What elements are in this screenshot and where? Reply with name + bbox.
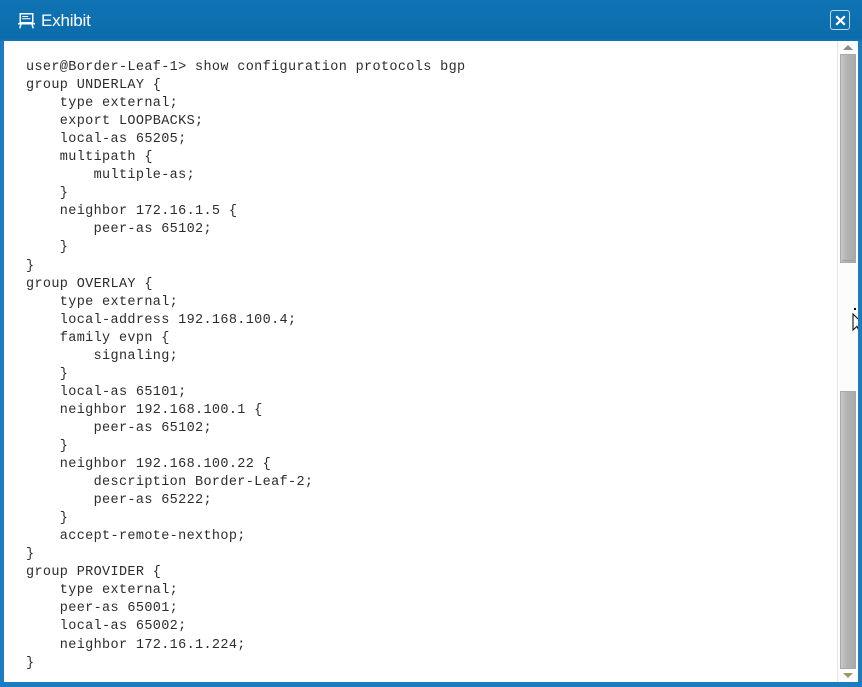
exhibit-content: user@Border-Leaf-1> show configuration p… bbox=[4, 41, 858, 682]
terminal-line: description Border-Leaf-2; bbox=[26, 475, 314, 491]
terminal-line: } bbox=[26, 438, 69, 454]
terminal-line: family evpn { bbox=[26, 330, 170, 346]
terminal-line: user@Border-Leaf-1> show configuration p… bbox=[26, 60, 466, 75]
terminal-line: peer-as 65102; bbox=[26, 420, 212, 436]
window-title: Exhibit bbox=[41, 11, 91, 30]
terminal-line: peer-as 65001; bbox=[26, 601, 179, 617]
terminal-line: export LOOPBACKS; bbox=[26, 114, 204, 130]
terminal-line: local-address 192.168.100.4; bbox=[26, 312, 297, 328]
terminal-line: } bbox=[26, 511, 69, 527]
terminal-line: local-as 65101; bbox=[26, 384, 187, 400]
terminal-line: } bbox=[26, 366, 69, 382]
terminal-line: multiple-as; bbox=[26, 168, 196, 184]
scrollbar-track-gap[interactable] bbox=[840, 263, 856, 391]
terminal-line: peer-as 65102; bbox=[26, 222, 212, 238]
terminal-line: type external; bbox=[26, 583, 179, 599]
terminal-line: } bbox=[26, 655, 35, 671]
terminal-line: neighbor 172.16.1.5 { bbox=[26, 204, 238, 220]
terminal-line: local-as 65002; bbox=[26, 619, 187, 635]
terminal-line: peer-as 65222; bbox=[26, 493, 212, 509]
terminal-line: neighbor 172.16.1.224; bbox=[26, 637, 246, 653]
terminal-line: multipath { bbox=[26, 150, 153, 166]
terminal-line: neighbor 192.168.100.22 { bbox=[26, 457, 272, 473]
terminal-line: } bbox=[26, 186, 69, 202]
chevron-up-icon bbox=[843, 45, 853, 50]
scrollbar-thumb-grip bbox=[842, 260, 854, 261]
terminal-output[interactable]: user@Border-Leaf-1> show configuration p… bbox=[4, 41, 832, 682]
terminal-line: local-as 65205; bbox=[26, 132, 187, 148]
terminal-line: group UNDERLAY { bbox=[26, 78, 162, 94]
scroll-up-arrow-icon[interactable] bbox=[838, 41, 858, 54]
terminal-line: accept-remote-nexthop; bbox=[26, 529, 246, 545]
scrollbar-track[interactable] bbox=[838, 54, 858, 669]
terminal-line: type external; bbox=[26, 294, 179, 310]
window-titlebar[interactable]: Exhibit bbox=[0, 0, 862, 41]
chevron-down-icon bbox=[843, 673, 853, 678]
terminal-line: group PROVIDER { bbox=[26, 565, 162, 581]
terminal-line: type external; bbox=[26, 96, 179, 112]
scroll-down-arrow-icon[interactable] bbox=[838, 669, 858, 682]
terminal-line: group OVERLAY { bbox=[26, 276, 153, 292]
terminal-line: } bbox=[26, 547, 35, 563]
terminal-line: } bbox=[26, 258, 35, 274]
exhibit-easel-icon bbox=[17, 11, 36, 30]
vertical-scrollbar[interactable] bbox=[837, 41, 858, 682]
close-icon[interactable] bbox=[830, 10, 850, 30]
scrollbar-thumb-lower[interactable] bbox=[840, 391, 856, 669]
scrollbar-thumb[interactable] bbox=[840, 54, 856, 263]
terminal-line: signaling; bbox=[26, 348, 179, 364]
cursor-dot bbox=[854, 308, 856, 310]
terminal-line: neighbor 192.168.100.1 { bbox=[26, 402, 263, 418]
terminal-line: } bbox=[26, 240, 69, 256]
